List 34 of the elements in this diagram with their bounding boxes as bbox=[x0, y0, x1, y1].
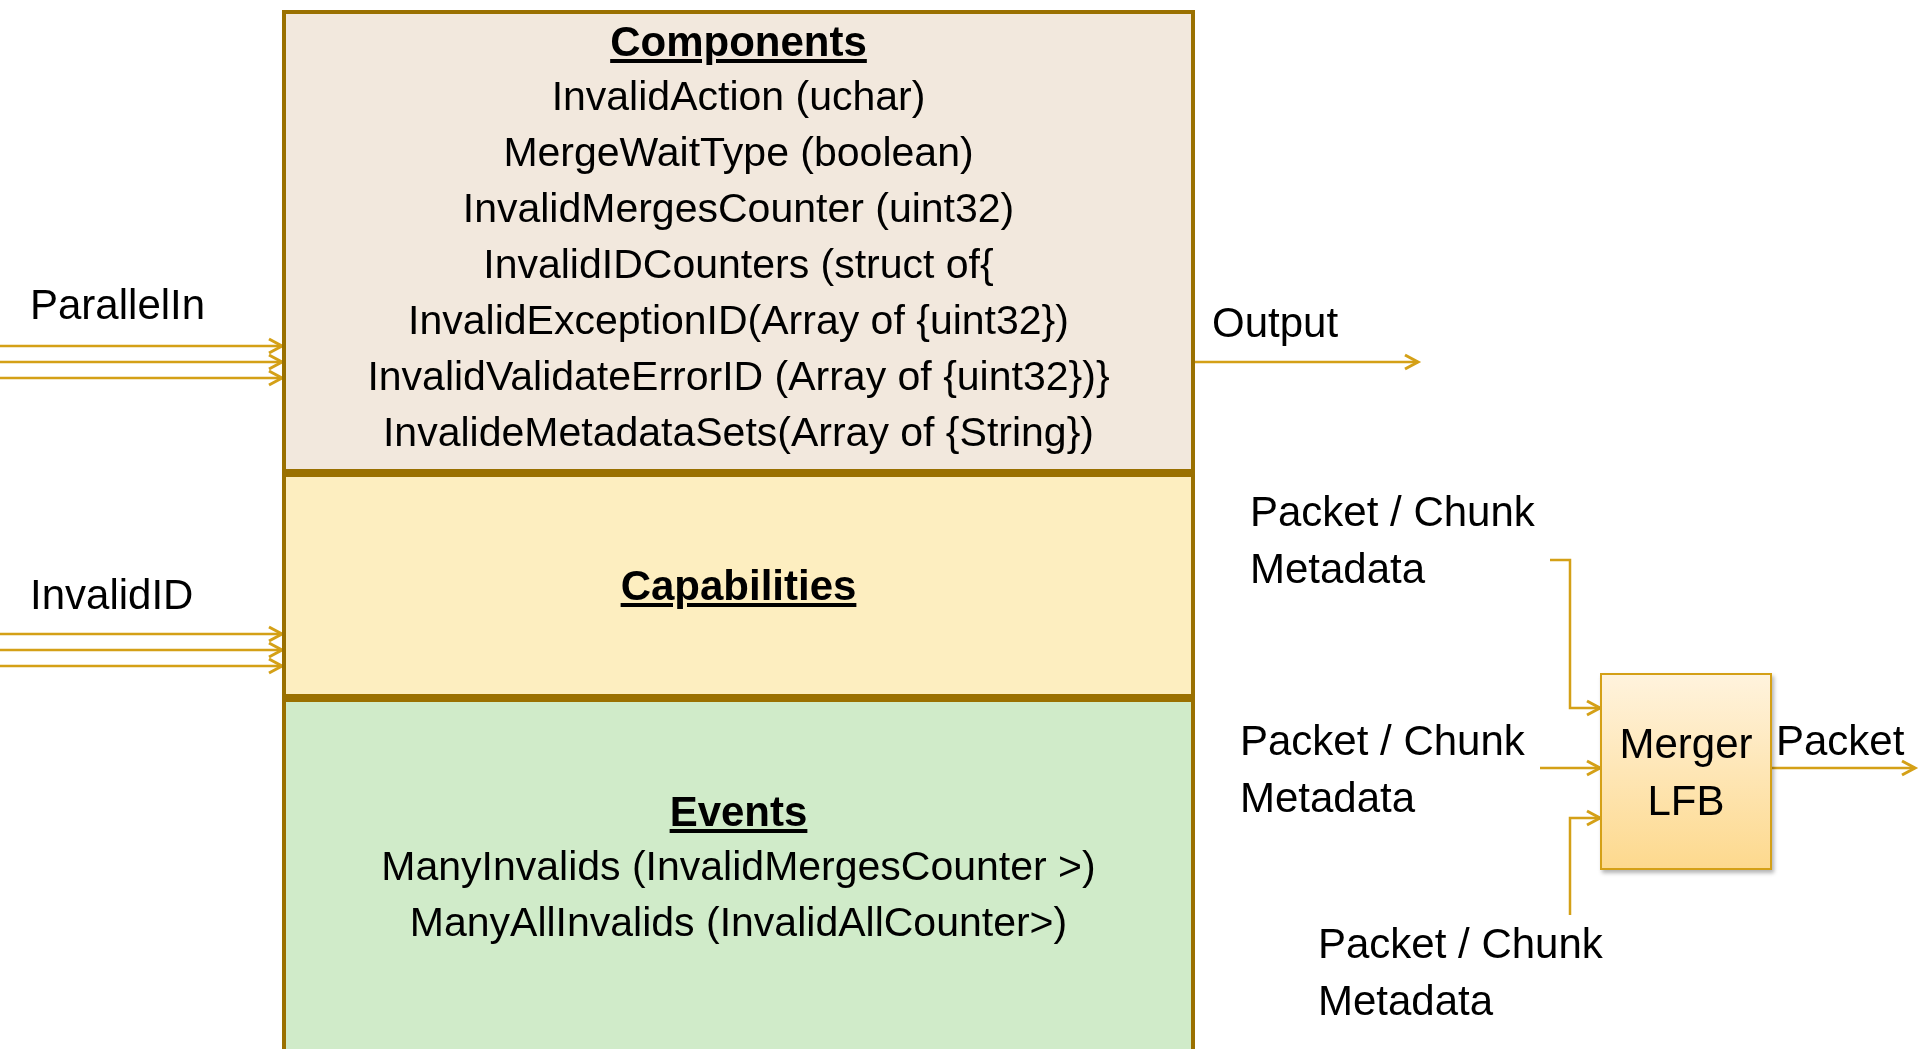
section-panel bbox=[282, 698, 1195, 1049]
attribute-text: InvalidAction (uchar) bbox=[551, 72, 926, 121]
arrow bbox=[0, 641, 284, 659]
arrow bbox=[0, 337, 284, 355]
attribute-text: MergeWaitType (boolean) bbox=[503, 128, 974, 177]
attribute-text: InvalidExceptionID(Array of {uint32}) bbox=[408, 296, 1069, 345]
edge-label: ParallelIn bbox=[30, 280, 206, 330]
merger-block bbox=[1600, 673, 1772, 870]
attribute-text: InvalidValidateErrorID (Array of {uint32})} bbox=[367, 352, 1110, 401]
arrow bbox=[1195, 353, 1420, 371]
attribute-text: InvalidIDCounters (struct of{ bbox=[483, 240, 994, 289]
attribute-text: InvalidMergesCounter (uint32) bbox=[462, 184, 1015, 233]
port-label: Packet / Chunk Metadata bbox=[1318, 915, 1638, 1029]
arrow bbox=[1540, 759, 1602, 777]
section-panel bbox=[282, 10, 1195, 473]
arrow bbox=[1550, 558, 1602, 717]
arrow bbox=[0, 353, 284, 371]
block-label: Merger LFB bbox=[1618, 718, 1754, 826]
port-label: Packet / Chunk Metadata bbox=[1240, 712, 1540, 826]
arrow bbox=[0, 625, 284, 643]
attribute-text: InvalideMetadataSets(Array of {String}) bbox=[382, 408, 1094, 457]
edge-label: Packet bbox=[1776, 716, 1905, 766]
section-heading: Capabilities bbox=[620, 560, 857, 611]
attribute-text: ManyAllInvalids (InvalidAllCounter>) bbox=[409, 898, 1068, 947]
section-heading: Components bbox=[610, 17, 867, 67]
arrow bbox=[0, 657, 284, 675]
edge-label: InvalidID bbox=[30, 570, 194, 620]
arrow bbox=[1772, 759, 1917, 777]
attribute-text: ManyInvalids (InvalidMergesCounter >) bbox=[381, 842, 1096, 891]
edge-label: Output bbox=[1212, 298, 1339, 348]
section-heading: Events bbox=[669, 787, 808, 837]
arrow bbox=[1568, 809, 1602, 915]
arrow bbox=[0, 369, 284, 387]
port-label: Packet / Chunk Metadata bbox=[1250, 483, 1550, 597]
